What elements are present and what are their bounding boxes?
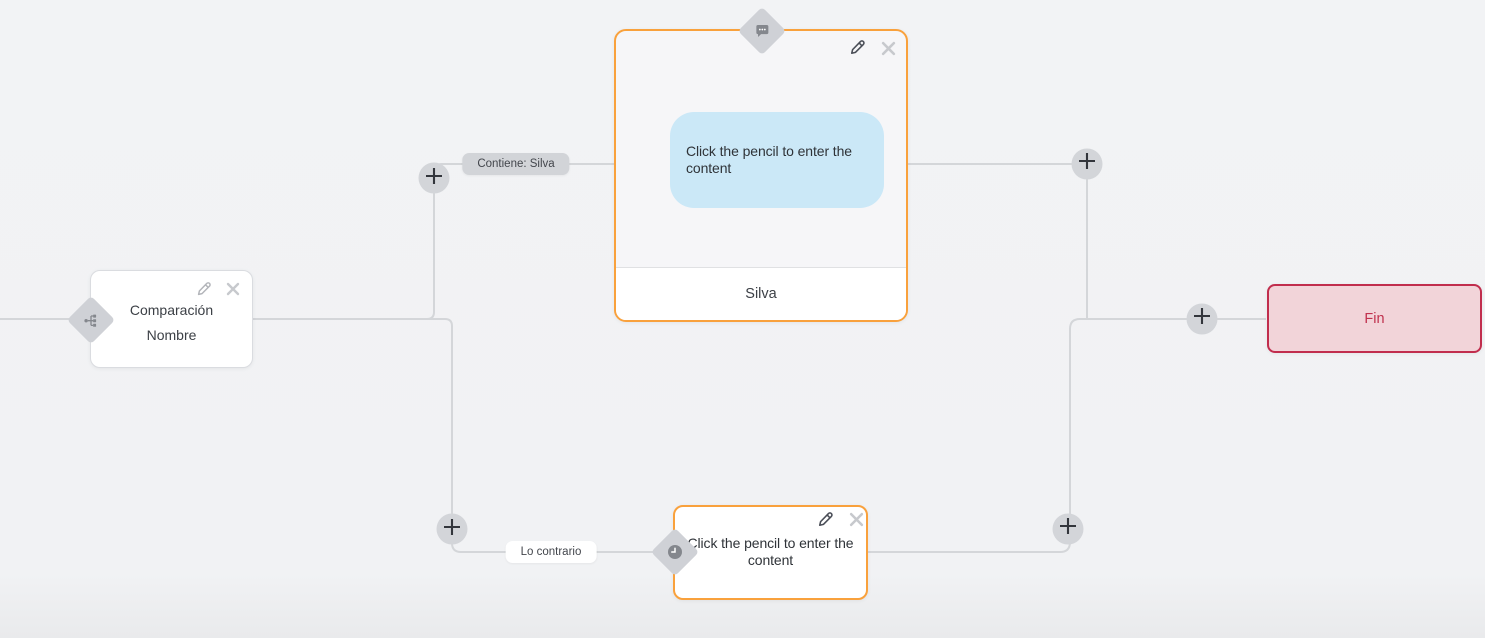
action-node-text: Click the pencil to enter the content — [687, 535, 854, 568]
action-node[interactable]: Click the pencil to enter the content — [650, 505, 868, 600]
close-x-icon — [881, 41, 896, 61]
branch-icon — [84, 313, 99, 328]
plus-icon — [1193, 307, 1212, 331]
message-node[interactable]: Click the pencil to enter the content Si… — [614, 6, 908, 322]
add-node-button-false-branch[interactable] — [436, 513, 468, 545]
close-x-icon — [226, 282, 240, 301]
edit-node-button[interactable] — [848, 39, 866, 61]
edit-node-button[interactable] — [816, 511, 834, 533]
pencil-icon — [817, 511, 834, 533]
delete-node-button[interactable] — [847, 512, 865, 532]
plus-icon — [424, 166, 443, 190]
action-type-badge — [650, 527, 700, 577]
pencil-icon — [196, 281, 212, 302]
condition-type-badge — [66, 295, 116, 345]
clock-icon — [667, 544, 683, 560]
add-node-button-after-message[interactable] — [1071, 148, 1103, 179]
edge-label-true-branch[interactable]: Contiene: Silva — [462, 152, 570, 175]
chat-bubble-icon — [755, 24, 770, 38]
condition-title-line2: Nombre — [146, 327, 197, 343]
add-node-button-before-end[interactable] — [1186, 303, 1218, 334]
condition-node[interactable]: Comparación Nombre — [66, 270, 253, 368]
add-node-button-after-action[interactable] — [1052, 513, 1084, 544]
end-node[interactable]: Fin — [1267, 284, 1482, 353]
plus-icon — [1078, 152, 1097, 176]
close-x-icon — [849, 512, 864, 532]
pencil-icon — [849, 39, 866, 61]
condition-title-line1: Comparación — [129, 302, 214, 318]
message-bubble-text: Click the pencil to enter the content — [686, 143, 852, 176]
edit-node-button[interactable] — [195, 281, 213, 302]
message-bubble: Click the pencil to enter the content — [670, 112, 884, 208]
message-type-badge — [737, 6, 787, 56]
message-footer: Silva — [616, 267, 906, 320]
delete-node-button[interactable] — [224, 282, 242, 300]
edge-false-branch — [253, 318, 660, 553]
end-node-label: Fin — [1364, 310, 1385, 327]
plus-icon — [1059, 517, 1078, 541]
message-footer-label: Silva — [745, 286, 777, 302]
edge-label-false-branch[interactable]: Lo contrario — [505, 540, 597, 563]
delete-node-button[interactable] — [879, 41, 897, 61]
plus-icon — [443, 517, 462, 541]
add-node-button-true-branch[interactable] — [418, 162, 449, 194]
edge-message-to-end — [908, 163, 1088, 319]
edge-action-to-end — [868, 318, 1266, 553]
